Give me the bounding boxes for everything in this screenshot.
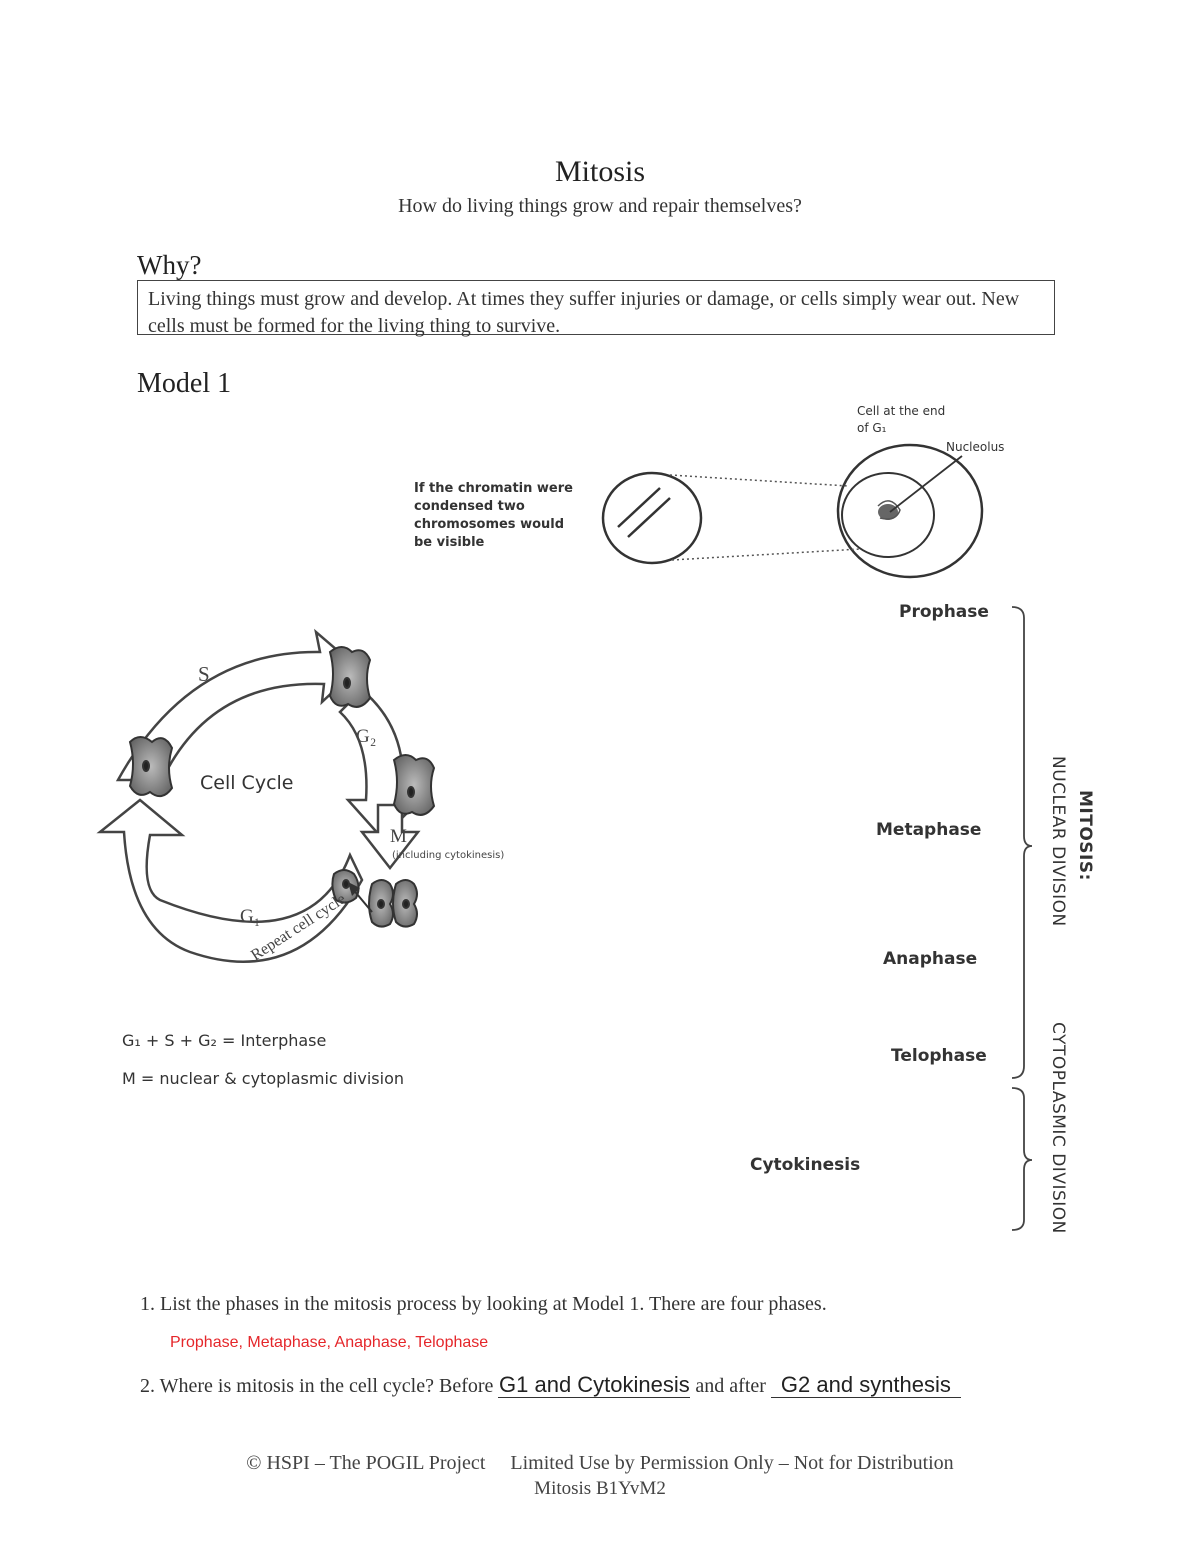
phase-prophase: Prophase [899,602,989,622]
question-2-mid: and after [695,1375,766,1397]
s-phase-label: S [198,662,210,686]
phase-telophase: Telophase [891,1046,987,1066]
mitosis-bracket [1011,606,1033,1079]
question-1: 1. List the phases in the mitosis proces… [140,1293,827,1315]
nuclear-division-label: NUCLEAR DIVISION [1048,756,1068,927]
condensed-chromosome-circle [601,471,703,565]
question-2-pre: 2. Where is mitosis in the cell cycle? B… [140,1375,494,1397]
page-title: Mitosis [554,155,646,188]
model-heading: Model 1 [137,368,232,399]
g1-phase-label: G₁ [240,906,261,927]
cytoplasmic-division-label: CYTOPLASMIC DIVISION [1048,1022,1068,1234]
zoom-lines [669,474,861,561]
m-equation: M = nuclear & cytoplasmic division [122,1069,404,1088]
cycle-cells [128,646,436,928]
why-text-box: Living things must grow and develop. At … [137,280,1055,337]
cytokinesis-bracket [1011,1087,1033,1231]
chromatin-note: If the chromatin were condensed two chro… [414,481,573,550]
footer-code: Mitosis B1YvM2 [534,1478,666,1499]
cell-g1-drawing [836,443,984,579]
interphase-equation: G₁ + S + G₂ = Interphase [122,1031,327,1050]
footer-copyright: © HSPI – The POGIL Project Limited Use b… [246,1452,954,1474]
cell-g1-label: Cell at the end of G₁ [857,404,946,435]
answer-1[interactable]: Prophase, Metaphase, Anaphase, Telophase [170,1334,489,1351]
repeat-arrow [348,882,373,913]
m-phase-sublabel: (including cytokinesis) [392,850,505,861]
cell-cycle-label: Cell Cycle [200,772,294,794]
phase-cytokinesis: Cytokinesis [750,1155,861,1175]
why-heading: Why? [137,250,202,280]
nucleolus-label: Nucleolus [946,440,1005,454]
mitosis-vertical-label: MITOSIS: [1075,790,1095,881]
g2-phase-label: G₂ [356,726,377,747]
page-subtitle: How do living things grow and repair the… [398,195,802,217]
answer-2-before[interactable]: G1 and Cytokinesis [498,1372,691,1398]
m-phase-label: M [390,826,407,847]
question-2: 2. Where is mitosis in the cell cycle? B… [140,1373,961,1398]
phase-metaphase: Metaphase [876,820,982,840]
answer-2-after[interactable]: G2 and synthesis [770,1373,961,1398]
phase-anaphase: Anaphase [883,949,978,969]
